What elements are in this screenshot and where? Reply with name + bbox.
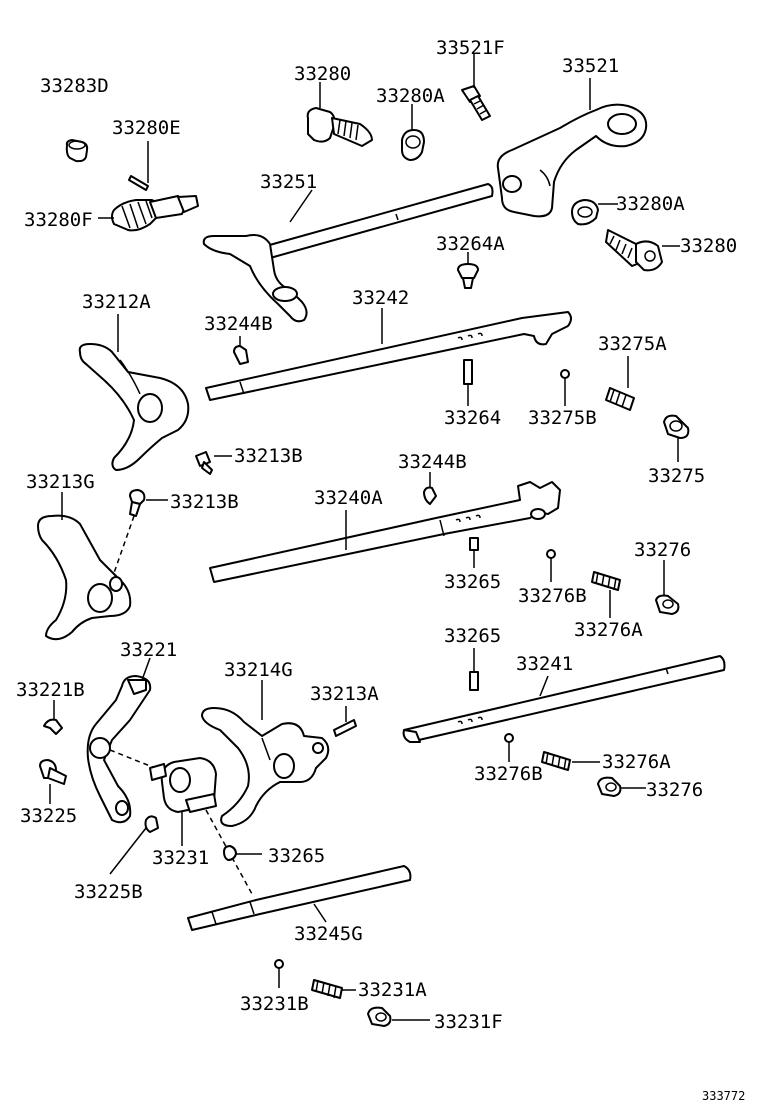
shaft-33240A: [209, 481, 561, 583]
label-33276-top: 33276: [634, 539, 691, 561]
label-33244B-mid: 33244B: [398, 451, 467, 473]
label-33276A-b: 33276A: [602, 751, 671, 773]
fork-33213G: [37, 514, 132, 641]
label-33283D: 33283D: [40, 75, 109, 97]
fork-33212A: [78, 343, 190, 471]
label-33221: 33221: [120, 639, 177, 661]
label-33276B-a: 33276B: [518, 585, 587, 607]
label-33231B: 33231B: [240, 993, 309, 1015]
diagram-id: 333772: [702, 1089, 745, 1103]
ball-33231B: [274, 959, 284, 969]
label-33213A: 33213A: [310, 683, 379, 705]
spring-33276A-a: [591, 571, 621, 591]
label-33213B-b: 33213B: [170, 491, 239, 513]
label-33280F: 33280F: [24, 209, 93, 231]
label-33251: 33251: [260, 171, 317, 193]
plug-33280-right: [605, 229, 663, 272]
ball-33276B-b: [504, 733, 514, 743]
label-33276A-a: 33276A: [574, 619, 643, 641]
ball-33275B: [560, 369, 570, 379]
label-33225B: 33225B: [74, 881, 143, 903]
label-33240A: 33240A: [314, 487, 383, 509]
label-33265-a: 33265: [444, 571, 501, 593]
clip-33225B: [144, 815, 159, 833]
ball-33276B-a: [546, 549, 556, 559]
label-33264: 33264: [444, 407, 501, 429]
plug-33283D: [65, 139, 89, 163]
label-33280A-right: 33280A: [616, 193, 685, 215]
shaft-33242: [205, 311, 572, 401]
label-33214G: 33214G: [224, 659, 293, 681]
shaft-33251: [202, 183, 494, 323]
label-33264A: 33264A: [436, 233, 505, 255]
spring-33276A-b: [541, 751, 571, 771]
label-33280-top: 33280: [294, 63, 351, 85]
label-33213B-a: 33213B: [234, 445, 303, 467]
label-33265-b: 33265: [444, 625, 501, 647]
clip-33221B: [43, 718, 63, 735]
pin-33225: [39, 759, 67, 785]
shaft-33245G: [187, 865, 412, 931]
washer-33280A-right: [571, 199, 599, 226]
label-33231F: 33231F: [434, 1011, 503, 1033]
plug-33231F: [367, 1006, 392, 1027]
lever-33221: [86, 675, 152, 824]
plug-33275: [663, 414, 690, 439]
pin-33265-b: [469, 671, 479, 691]
label-33244B-top: 33244B: [204, 313, 273, 335]
label-33212A: 33212A: [82, 291, 151, 313]
label-33280A-top: 33280A: [376, 85, 445, 107]
bolt-33213B-a: [195, 451, 213, 475]
pin-33265-a: [469, 537, 479, 551]
plunger-33280F: [111, 195, 199, 232]
plug-33280-top: [306, 107, 373, 147]
label-33521: 33521: [562, 55, 619, 77]
shaft-33241: [402, 655, 726, 743]
label-33275B: 33275B: [528, 407, 597, 429]
label-33280-right: 33280: [680, 235, 737, 257]
label-33225: 33225: [20, 805, 77, 827]
pin-33264: [463, 359, 473, 385]
pin-33213A: [333, 719, 357, 737]
label-33265-c: 33265: [268, 845, 325, 867]
washer-33280A-top: [401, 129, 425, 161]
label-33521F: 33521F: [436, 37, 505, 59]
plug-33276-bottom: [597, 776, 622, 797]
label-33280E: 33280E: [112, 117, 181, 139]
bolt-33213B-b: [129, 489, 146, 517]
spring-33275A: [605, 387, 635, 411]
label-33231A: 33231A: [358, 979, 427, 1001]
label-33242: 33242: [352, 287, 409, 309]
label-33275: 33275: [648, 465, 705, 487]
fork-33214G: [201, 707, 330, 827]
pin-33280E: [128, 175, 149, 191]
label-33231: 33231: [152, 847, 209, 869]
bolt-33521F: [461, 85, 491, 121]
lever-33521: [496, 103, 648, 218]
label-33245G: 33245G: [294, 923, 363, 945]
block-33231: [149, 757, 217, 813]
clip-33244B-top: [233, 345, 249, 365]
spring-33231A: [311, 979, 343, 999]
label-33241: 33241: [516, 653, 573, 675]
plug-33264A: [457, 263, 479, 289]
label-33276-bottom: 33276: [646, 779, 703, 801]
label-33213G: 33213G: [26, 471, 95, 493]
label-33276B-b: 33276B: [474, 763, 543, 785]
pin-33265-c: [223, 845, 237, 861]
plug-33276-top: [655, 594, 680, 615]
clip-33244B-mid: [423, 486, 437, 505]
label-33221B: 33221B: [16, 679, 85, 701]
label-33275A: 33275A: [598, 333, 667, 355]
